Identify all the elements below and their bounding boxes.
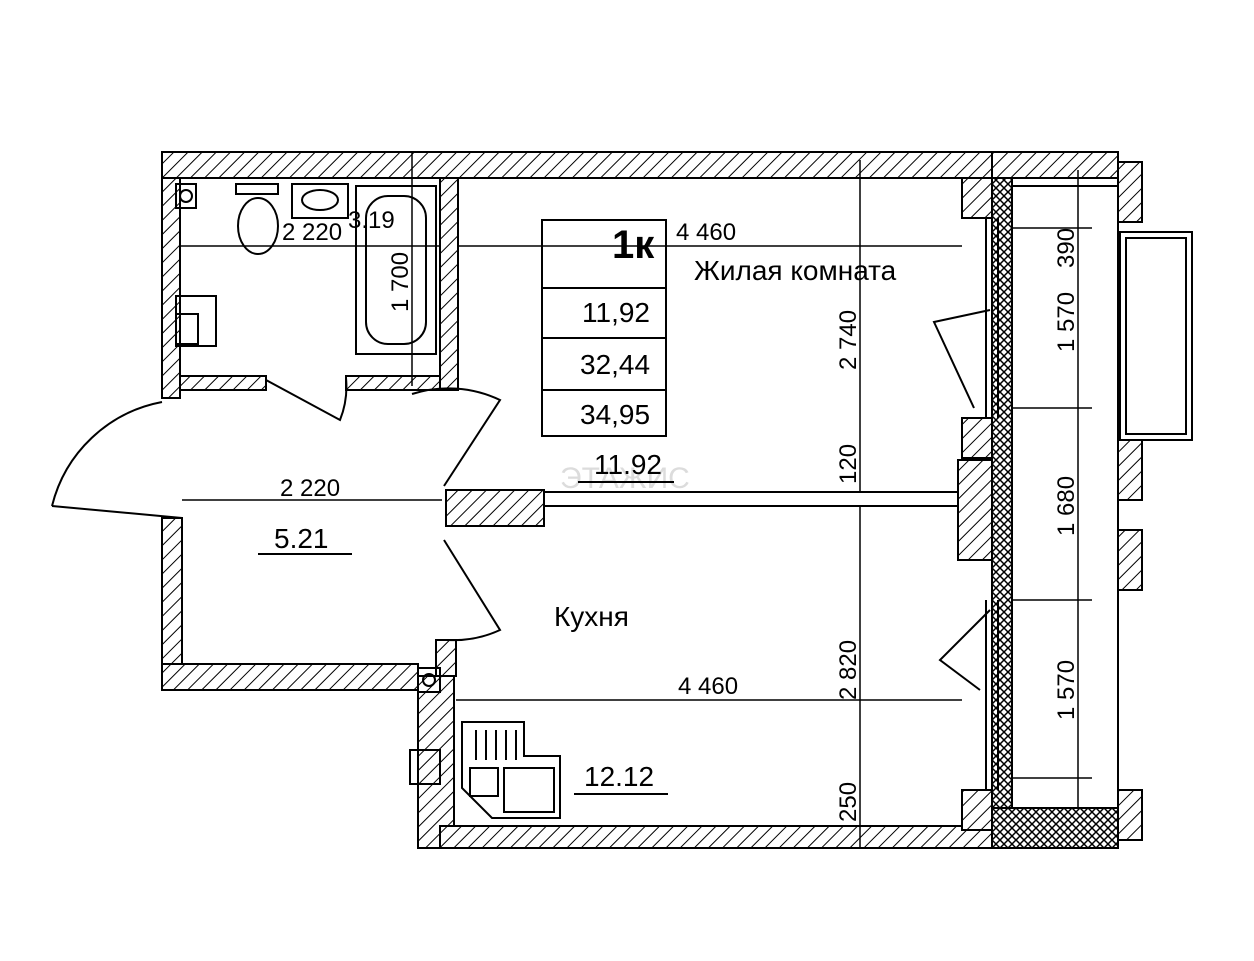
wall-top: [161, 151, 993, 179]
doors: [51, 309, 991, 691]
wall-right-top: [961, 177, 993, 219]
bath-shaft: [175, 183, 197, 209]
wall-right-bottom: [961, 789, 993, 831]
balcony-outline: [1011, 185, 1119, 809]
wall-right-column: [957, 459, 993, 561]
balcony-wall-right-mid2: [1117, 529, 1143, 591]
walls: [161, 151, 1143, 849]
wall-left-hall: [161, 517, 183, 689]
dim-bath-width: 2 220: [282, 219, 342, 246]
dim-balcony-3: 1 680: [1053, 476, 1080, 536]
kitchen-name: Кухня: [554, 601, 629, 632]
balcony-wall-bottom: [991, 807, 1119, 849]
legend-total-area: 32,44: [580, 349, 650, 380]
kitchen-box: [409, 749, 441, 785]
toilet-tank: [235, 183, 279, 195]
wall-bath-bottom-left: [179, 375, 267, 391]
dim-kitchen-depth: 2 820: [835, 640, 862, 700]
dim-bottom-offset: 250: [835, 782, 862, 822]
bath-sink: [291, 183, 349, 219]
hall-area: 5.21: [274, 523, 329, 554]
wall-right-mid: [961, 417, 993, 459]
wall-left-bath: [161, 177, 181, 399]
dim-living-width: 4 460: [676, 219, 736, 246]
wall-living-kitchen-thick: [445, 489, 545, 527]
living-door: [411, 387, 502, 487]
washer-box: [175, 295, 217, 347]
bath-door-swing: [265, 377, 348, 422]
dim-balcony-2: 390: [1053, 228, 1080, 268]
bathtub-inner: [365, 195, 427, 345]
kitchen-door: [443, 539, 502, 642]
balcony-wall-right-mid: [1117, 439, 1143, 501]
balcony-door-top: [932, 309, 991, 409]
wall-bottom-hall: [161, 663, 419, 691]
balcony: [985, 185, 1193, 809]
legend-frame: [541, 219, 667, 437]
fixtures: [175, 183, 561, 819]
entrance-door-leaf: [51, 505, 183, 519]
entrance-door-swing: [51, 401, 163, 507]
wall-living-kitchen-thin: [543, 491, 965, 507]
dim-kitchen-width: 4 460: [678, 673, 738, 700]
balcony-wall-right-top: [1117, 161, 1143, 223]
kitchen-sink: [461, 721, 561, 819]
living-room-area: 11.92: [594, 449, 662, 480]
wall-kitchen-bottom: [439, 825, 993, 849]
watermark-text: ЭТАЖИС: [560, 462, 690, 495]
sink-basin-icon: [301, 189, 339, 211]
bathtub: [355, 185, 437, 355]
dim-living-depth: 2 740: [835, 310, 862, 370]
wall-bath-right: [439, 177, 459, 391]
kitchen-area: 12.12: [584, 761, 654, 792]
dim-balcony-1: 1 570: [1053, 292, 1080, 352]
balcony-wall-left: [991, 177, 1013, 827]
bath-area: 3.19: [348, 207, 395, 234]
balcony-window-box: [1119, 231, 1193, 441]
legend-table: [541, 219, 667, 437]
balcony-window-box-inner: [1125, 237, 1187, 435]
kitchen-sink-basin-1: [469, 767, 499, 797]
kitchen-sink-basin-2: [503, 767, 555, 813]
dimension-lines: [180, 152, 1092, 848]
dim-partition: 120: [835, 444, 862, 484]
dim-balcony-4: 1 570: [1053, 660, 1080, 720]
legend-total-area-balcony: 34,95: [580, 399, 650, 430]
kitchen-shaft: [417, 667, 441, 693]
bath-shaft-drain-icon: [179, 189, 193, 203]
balcony-wall-right-bottom: [1117, 789, 1143, 841]
balcony-wall-top: [991, 151, 1119, 179]
toilet-bowl-icon: [237, 197, 279, 255]
dim-hall-width: 2 220: [280, 475, 340, 502]
living-room-name: Жилая комната: [694, 255, 897, 286]
legend-rooms-label: 1к: [612, 223, 655, 267]
legend-living-area: 11,92: [582, 297, 650, 328]
washer-inner: [175, 313, 199, 345]
balcony-door-bottom: [938, 609, 991, 691]
wall-bath-bottom-right: [345, 375, 447, 391]
wall-kitchen-left: [417, 675, 455, 849]
dim-bathtub-length: 1 700: [387, 252, 414, 312]
kitchen-shaft-icon: [422, 673, 436, 687]
